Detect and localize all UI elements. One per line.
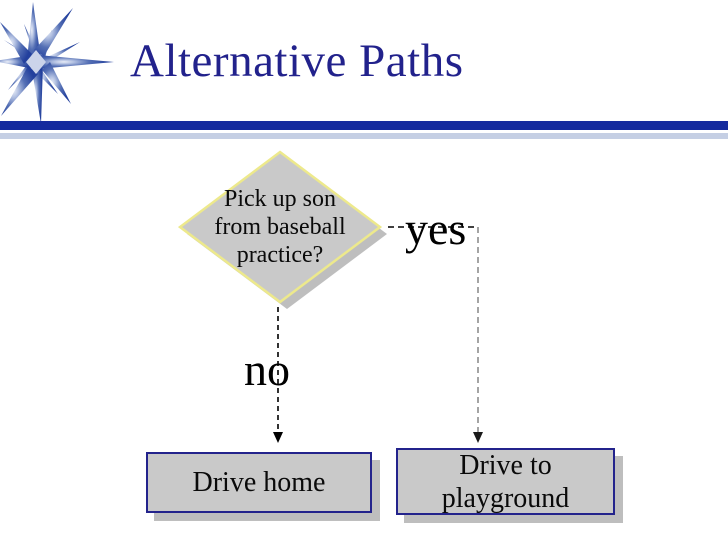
outcome-box-drive-home: Drive home <box>146 452 372 513</box>
decision-diamond-shape <box>178 150 387 309</box>
no-arrowhead-icon <box>273 432 283 443</box>
yes-arrowhead-icon <box>473 432 483 443</box>
title-divider-navy <box>0 121 728 130</box>
outcome-box-drive-playground: Drive to playground <box>396 448 615 515</box>
decision-node: Pick up son from baseball practice? <box>178 150 392 314</box>
decision-shape <box>178 150 383 304</box>
decision-text: Pick up son from baseball practice? <box>214 186 346 268</box>
slide-title: Alternative Paths <box>130 35 464 87</box>
no-label: no <box>244 344 290 395</box>
yes-label: yes <box>405 203 467 254</box>
starburst-icon <box>0 2 114 124</box>
title-divider-light <box>0 133 728 139</box>
